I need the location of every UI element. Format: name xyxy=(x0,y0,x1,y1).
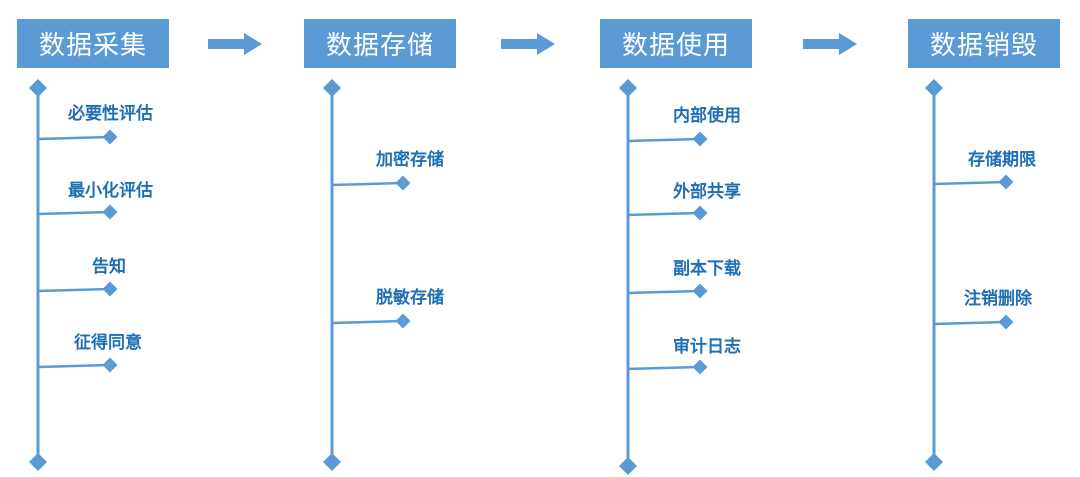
stage-title: 数据销毁 xyxy=(929,31,1038,61)
item-necessity-assessment: 必要性评估 xyxy=(68,104,153,124)
branch-line xyxy=(331,313,411,329)
branch-line xyxy=(37,357,118,373)
branch-line xyxy=(627,359,708,375)
stage-title: 数据使用 xyxy=(621,31,730,61)
branch-line xyxy=(627,283,708,299)
stage-box-destruction: 数据销毁 xyxy=(908,19,1060,68)
branch-line xyxy=(37,281,118,297)
item-obtain-consent: 征得同意 xyxy=(74,333,142,353)
stage-arrow xyxy=(208,33,262,55)
branch-line xyxy=(933,174,1014,190)
branch-line xyxy=(37,129,118,145)
stage-box-collection: 数据采集 xyxy=(17,19,169,68)
item-encrypted-storage: 加密存储 xyxy=(376,150,444,170)
branch-line xyxy=(331,175,411,191)
item-internal-use: 内部使用 xyxy=(673,106,741,126)
item-minimization-assessment: 最小化评估 xyxy=(68,181,153,201)
item-deregistration-deletion: 注销删除 xyxy=(964,289,1032,309)
item-notification: 告知 xyxy=(92,257,126,277)
stage-box-storage: 数据存储 xyxy=(304,19,456,68)
stage-arrow xyxy=(501,33,555,55)
stage-title: 数据采集 xyxy=(38,31,147,61)
stage-arrow xyxy=(803,33,857,55)
item-desensitized-storage: 脱敏存储 xyxy=(376,288,444,308)
item-external-sharing: 外部共享 xyxy=(673,182,741,202)
branch-line xyxy=(933,314,1014,330)
item-copy-download: 副本下载 xyxy=(673,259,741,279)
stage-title: 数据存储 xyxy=(325,31,434,61)
item-storage-period: 存储期限 xyxy=(968,150,1036,170)
item-audit-log: 审计日志 xyxy=(673,337,741,357)
branch-line xyxy=(627,205,708,221)
branch-line xyxy=(627,131,708,147)
branch-line xyxy=(37,204,118,220)
stage-box-usage: 数据使用 xyxy=(600,19,752,68)
